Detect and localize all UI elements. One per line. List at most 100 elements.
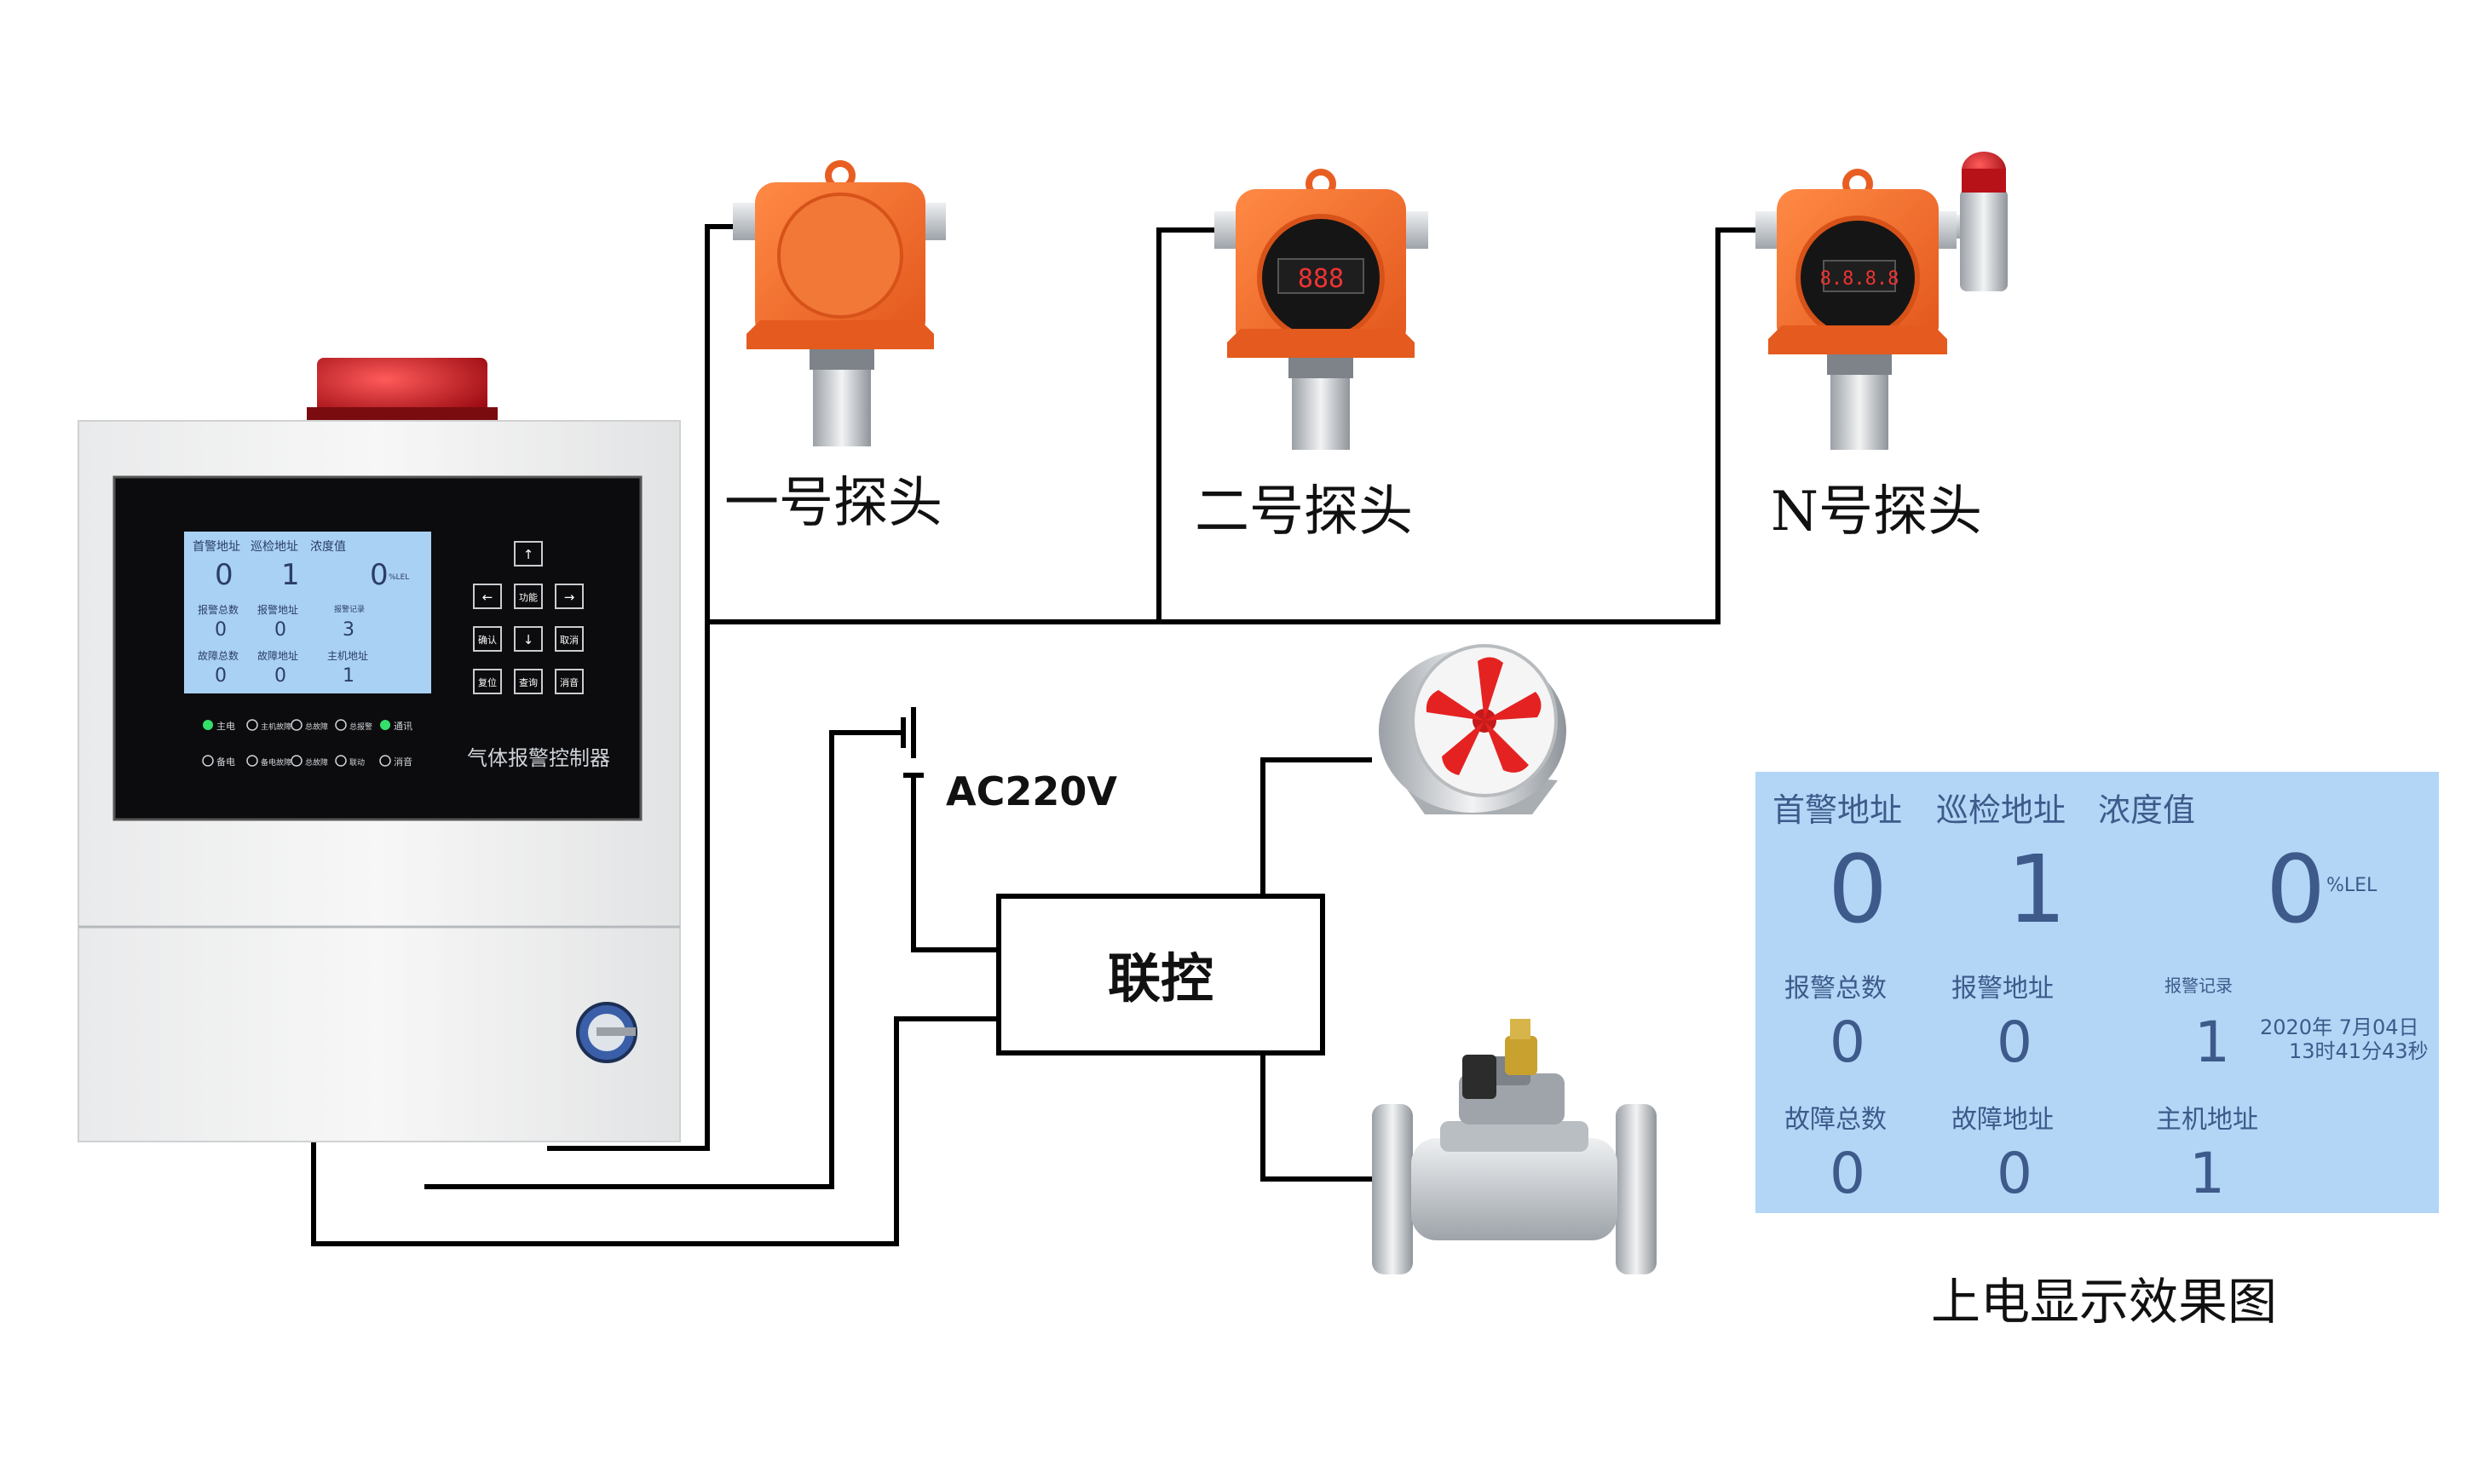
ctrl-lcd-alarm-record: 3 [343,619,354,641]
lcd-zoom-fault-addr: 0 [1997,1141,2032,1206]
ctrl-lcd-alarm-addr: 0 [274,619,286,641]
key-query[interactable] [514,669,543,694]
ctrl-lcd-patrol: 1 [281,558,300,592]
led-label: 总故障 [305,722,328,732]
led-indicator [291,719,303,731]
lcd-zoom-label-fault-total: 故障总数 [1784,1105,1887,1135]
key-left-label: ← [482,590,493,605]
controller-lamp-base [307,407,498,423]
lcd-zoom-label-fault-addr: 故障地址 [1951,1105,2054,1135]
key-mute-label: 消音 [560,676,579,688]
ctrl-lcd-host: 1 [343,665,354,687]
controller-panel-name: 气体报警控制器 [467,746,610,770]
led-row-1: 主电 主机故障 总故障 总报警 通讯 [203,719,412,732]
key-reset[interactable] [473,669,502,694]
ctrl-lcd-label-patrol: 巡检地址 [251,540,298,554]
ctrl-lcd-label-alarm-record: 报警记录 [334,604,365,614]
lcd-zoom-alarm-addr: 0 [1997,1009,2032,1075]
key-down-label: ↓ [523,632,534,647]
lcd-zoom-label-alarm-total: 报警总数 [1784,974,1887,1004]
key-function[interactable] [514,584,543,609]
probe-2-label: 二号探头 [1195,480,1413,544]
ctrl-lcd-label-host: 主机地址 [327,650,368,662]
led-label: 总报警 [349,722,372,732]
wire-probe-bus-main [707,227,1755,624]
wire-power-1 [424,730,903,1189]
lcd-zoom-unit: %LEL [2326,875,2378,896]
probe-n-detector: 8.8.8.8 [1755,152,2008,450]
lcd-zoom-date: 2020年 7月04日 [2260,1015,2419,1039]
key-function-label: 功能 [519,591,538,603]
lcd-zoom-label-alarm-record: 报警记录 [2164,975,2233,996]
key-confirm-label: 确认 [478,635,497,646]
key-up[interactable] [514,541,543,567]
cabinet-lock-icon[interactable] [576,1002,637,1063]
ctrl-lcd-first-alarm: 0 [215,558,233,592]
controller-lcd [184,532,431,693]
power-symbol [901,707,924,778]
ctrl-lcd-fault-addr: 0 [274,665,286,687]
led-row-2: 备电 备电故障 总故障 联动 消音 [202,755,412,768]
lcd-zoom-screen [1755,772,2439,1213]
wire-probe-bus [547,224,733,1151]
led-indicator [246,755,258,767]
led-label: 联动 [349,758,365,768]
wire-probe-2 [1156,227,1214,622]
wire-linkage-fan [1260,757,1372,896]
lcd-zoom-label-first-alarm: 首警地址 [1772,791,1902,829]
key-right[interactable] [555,584,584,609]
ctrl-lcd-label-conc: 浓度值 [310,540,346,554]
lcd-zoom-conc: 0 [2266,835,2326,944]
ctrl-lcd-conc: 0 [370,558,389,592]
lcd-zoom-alarm-total: 0 [1830,1009,1865,1075]
led-label: 主电 [216,721,235,732]
key-query-label: 查询 [519,676,538,688]
wiring [311,224,1755,1246]
led-label: 通讯 [394,721,412,732]
ctrl-lcd-label-alarm-addr: 报警地址 [257,603,298,616]
key-cancel-label: 取消 [560,634,579,646]
led-indicator [380,720,390,730]
key-left[interactable] [473,584,502,609]
ctrl-lcd-label-first-alarm: 首警地址 [193,540,240,554]
solenoid-valve-icon [1372,1019,1657,1274]
lcd-zoom-host: 1 [2189,1141,2225,1206]
wire-linkage-valve [1260,1053,1372,1182]
key-up-label: ↑ [523,547,534,562]
wire-controller-linkage [311,1016,999,1246]
key-right-label: → [564,590,575,605]
lcd-zoom-label-host: 主机地址 [2156,1105,2258,1135]
key-down[interactable] [514,626,543,652]
lcd-zoom-caption: 上电显示效果图 [1931,1273,2277,1331]
wire-power-2 [911,775,999,952]
lcd-zoom-patrol: 1 [2007,835,2066,944]
probe-n-display: 8.8.8.8 [1820,268,1899,290]
ctrl-lcd-unit: %LEL [389,573,409,582]
key-reset-label: 复位 [478,676,497,688]
key-mute[interactable] [555,669,584,694]
lcd-zoom-first-alarm: 0 [1828,835,1888,944]
controller-alarm-lamp [317,358,487,419]
ctrl-lcd-label-alarm-total: 报警总数 [198,603,239,616]
exhaust-fan-icon [1379,644,1566,814]
key-confirm[interactable] [473,626,502,652]
linkage-label: 联控 [1108,947,1213,1009]
led-indicator [335,719,347,731]
controller-keypad: ↑ ← 功能 → 确认 ↓ 取消 复位 查询 消音 [473,541,584,694]
lcd-zoom-time: 13时41分43秒 [2289,1039,2429,1063]
probe-2-detector: 888 [1214,169,1428,450]
led-label: 备电 [216,756,235,768]
probe-n-label: N号探头 [1771,480,1982,544]
ctrl-lcd-label-fault-total: 故障总数 [198,649,239,662]
led-indicator [335,755,347,767]
linkage-box [996,894,1325,1055]
lcd-zoom-fault-total: 0 [1830,1141,1865,1206]
key-cancel[interactable] [555,626,584,652]
led-indicator [246,719,258,731]
led-indicator [291,755,303,767]
alarm-controller: 首警地址 巡检地址 浓度值 0 1 0 %LEL 报警总数 报警地址 报警记录 … [78,358,681,1142]
led-label: 主机故障 [261,722,291,732]
led-indicator [203,720,213,730]
power-label: AC220V [946,768,1117,814]
